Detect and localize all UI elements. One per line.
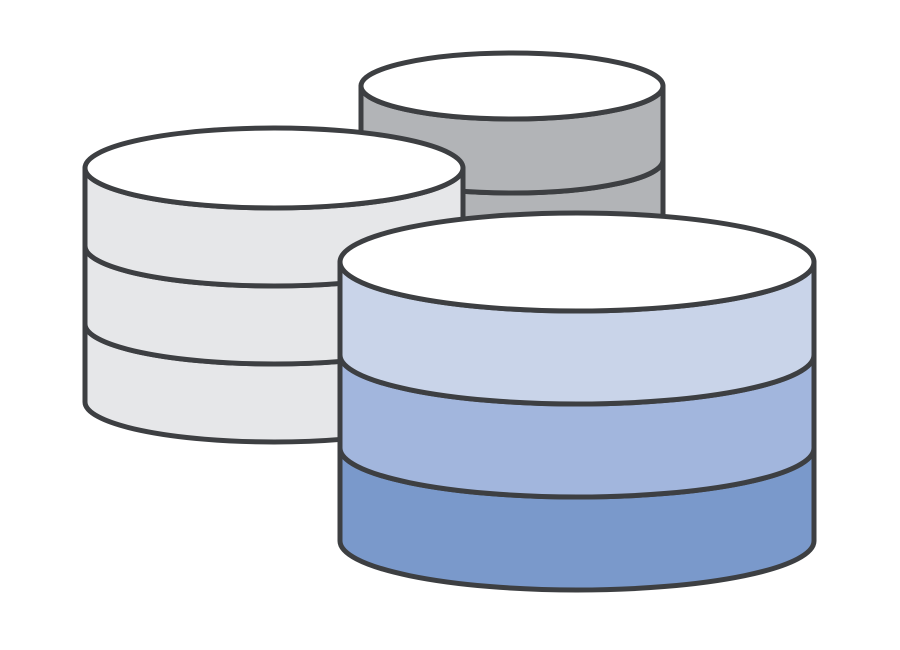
gray-database-stack-top	[358, 50, 666, 122]
blue-database-stack	[337, 210, 817, 593]
light-database-stack-top	[82, 125, 466, 211]
blue-database-stack-top	[337, 210, 817, 314]
